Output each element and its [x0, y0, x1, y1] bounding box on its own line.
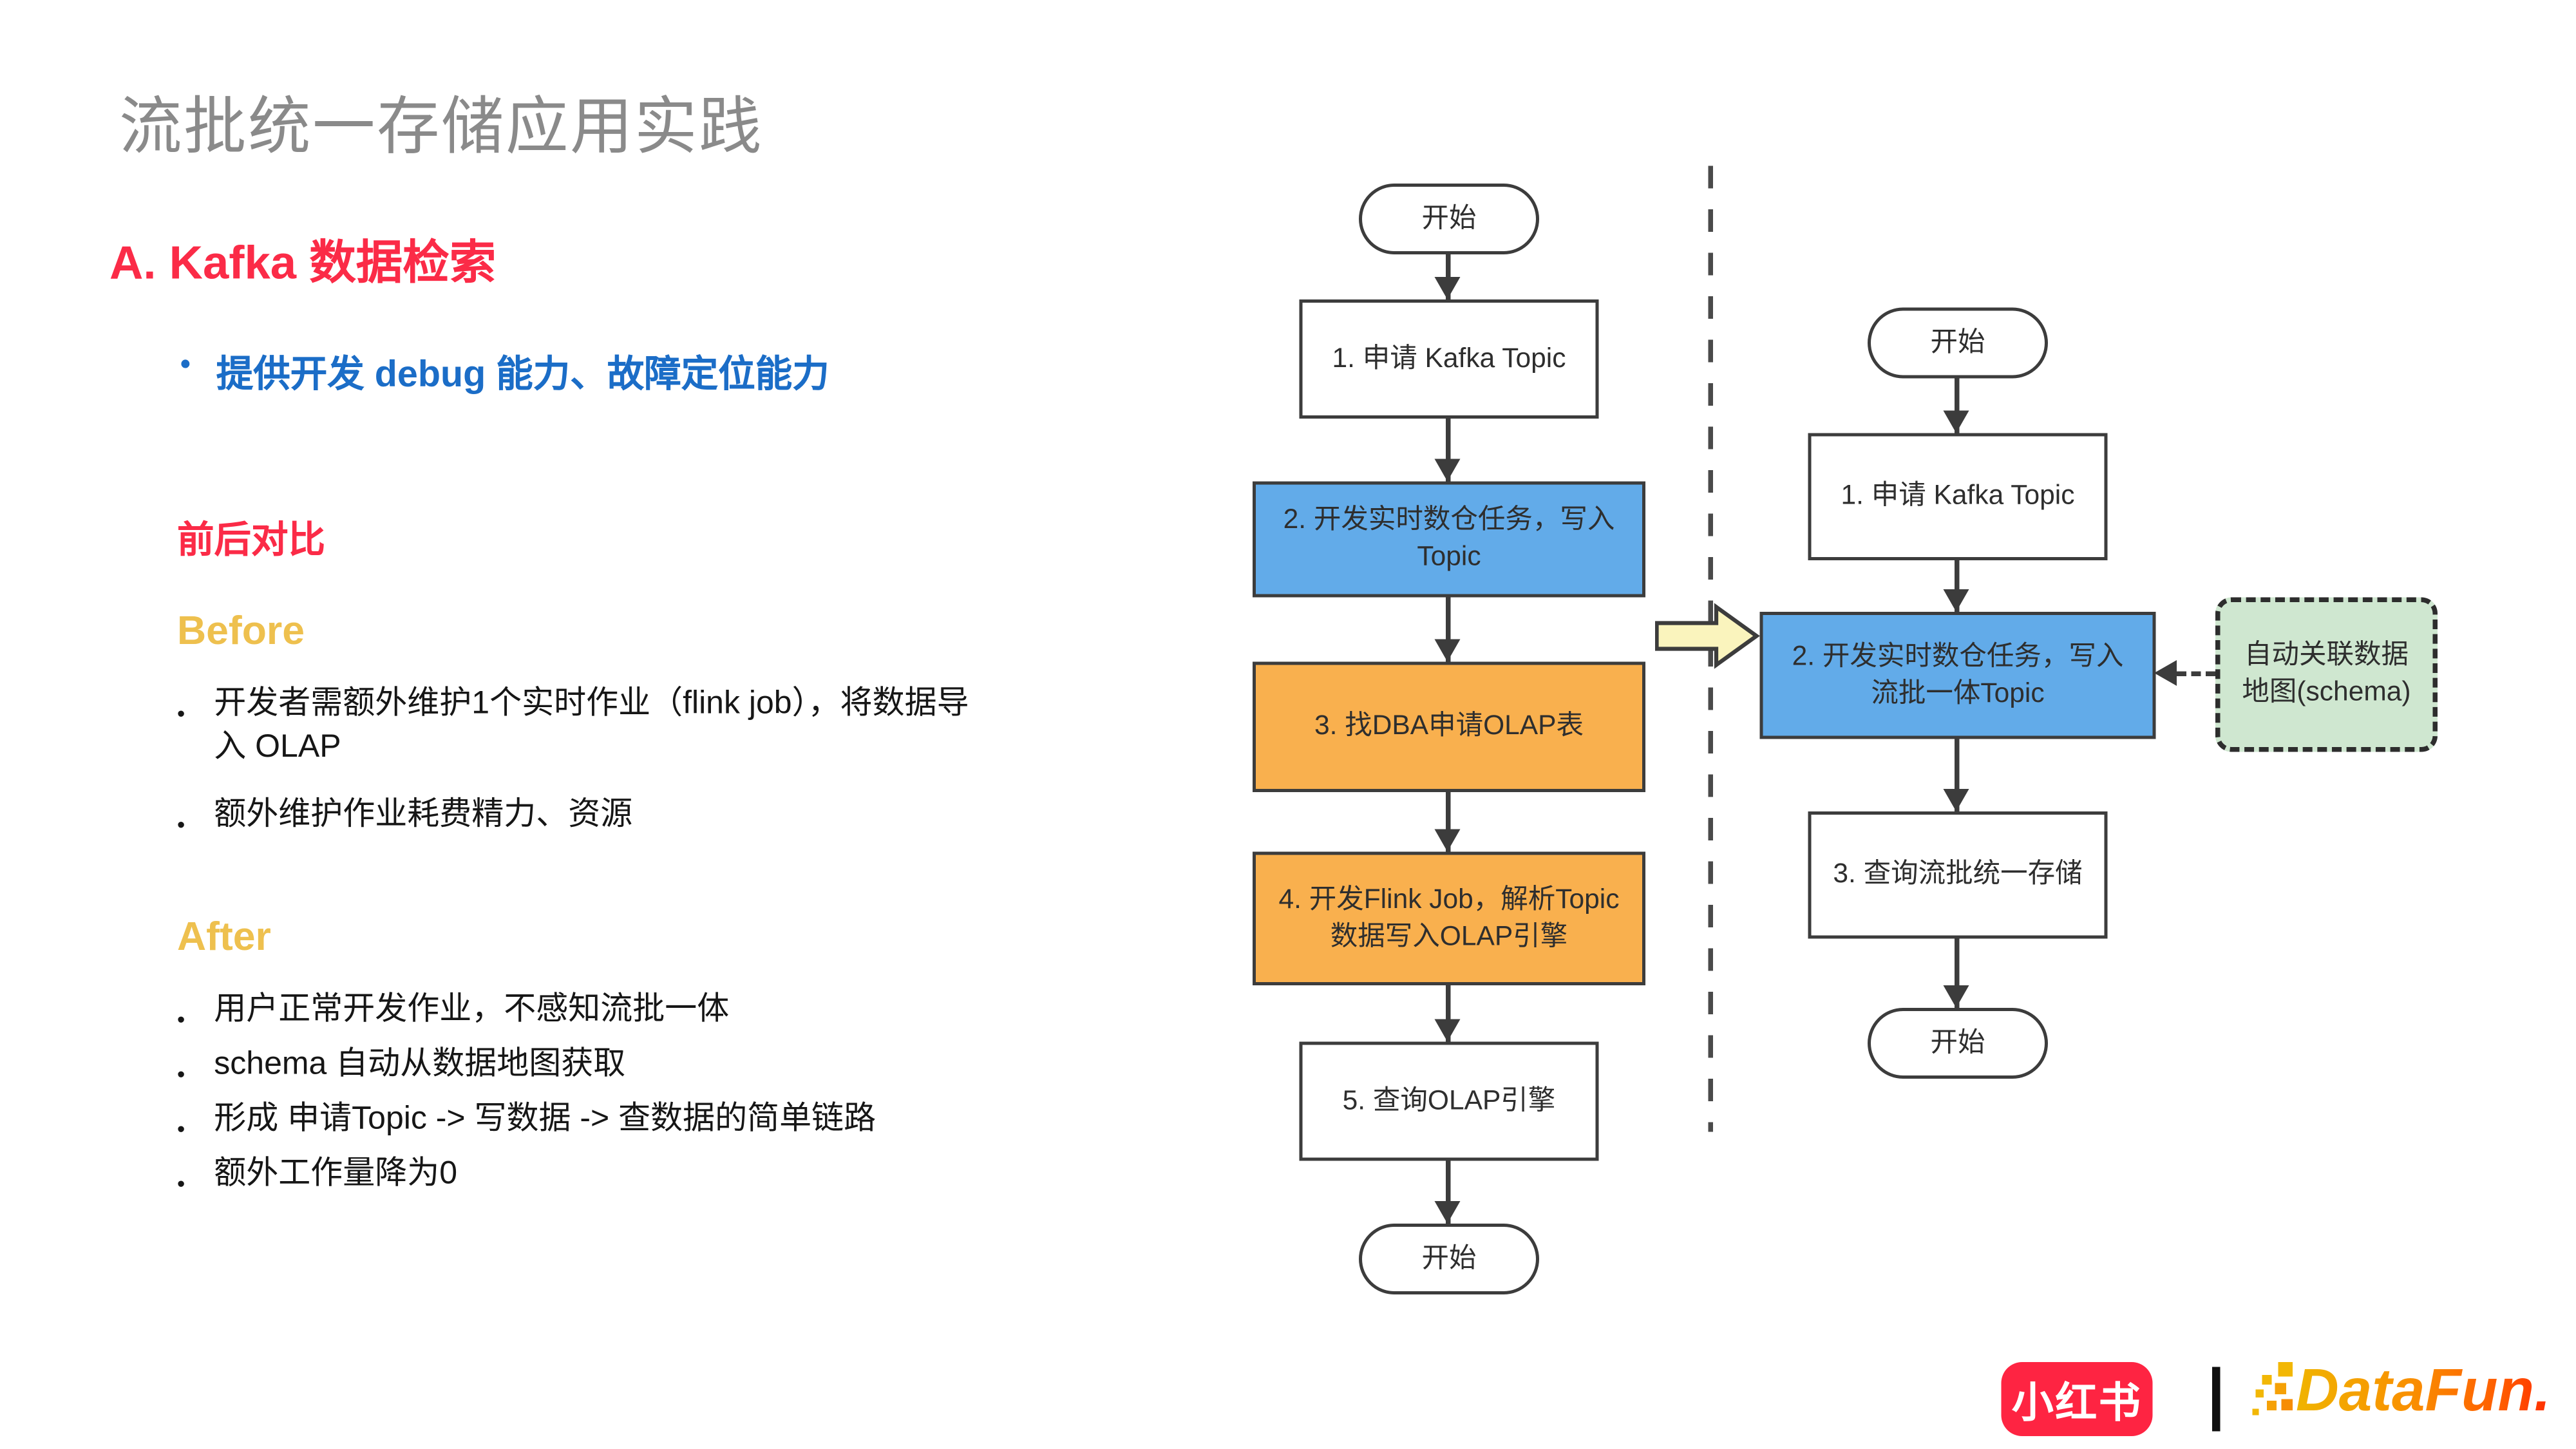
bullet-dot-icon: • — [180, 348, 191, 380]
flow-before-step-2: 2. 开发实时数仓任务，写入Topic — [1253, 481, 1645, 598]
schema-annotation-box: 自动关联数据地图(schema) — [2215, 597, 2438, 752]
after-bullet-1: 用户正常开发作业，不感知流批一体 — [214, 992, 730, 1027]
after-label: After — [177, 914, 271, 960]
step-label: 2. 开发实时数仓任务，写入流批一体Topic — [1792, 639, 2124, 708]
flow-arrow — [1446, 254, 1450, 299]
bullet-dot-icon: • — [177, 700, 185, 726]
flow-after-end-terminal: 开始 — [1868, 1008, 2048, 1079]
step-label: 5. 查询OLAP引擎 — [1342, 1084, 1556, 1115]
terminal-label: 开始 — [1421, 202, 1477, 233]
flow-arrow — [1446, 419, 1450, 482]
section-heading: A. Kafka 数据检索 — [109, 238, 497, 290]
flow-arrow — [1446, 597, 1450, 662]
flow-after-step-1: 1. 申请 Kafka Topic — [1808, 433, 2108, 560]
flow-after-start-terminal: 开始 — [1868, 307, 2048, 379]
step-label: 3. 查询流批统一存储 — [1833, 858, 2083, 889]
terminal-label: 开始 — [1930, 326, 1985, 357]
list-item: • 额外工作量降为0 — [177, 1151, 1014, 1206]
after-bullet-2: schema 自动从数据地图获取 — [214, 1046, 626, 1082]
list-item: • 用户正常开发作业，不感知流批一体 — [177, 987, 1014, 1042]
flow-before-step-4: 4. 开发Flink Job，解析Topic数据写入OLAP引擎 — [1253, 851, 1645, 985]
before-bullet-2: 额外维护作业耗费精力、资源 — [214, 797, 633, 833]
after-bullet-3: 形成 申请Topic -> 写数据 -> 查数据的简单链路 — [214, 1101, 876, 1137]
brand-divider-bar — [2212, 1367, 2221, 1432]
datafun-logo-text: DataFun. — [2296, 1358, 2551, 1425]
before-label: Before — [177, 609, 305, 654]
before-after-transition-arrow-icon — [1655, 603, 1760, 669]
annotation-arrowhead-icon — [2154, 660, 2177, 686]
flow-arrow — [1446, 792, 1450, 852]
comparison-heading: 前后对比 — [177, 518, 325, 560]
bullet-dot-icon: • — [177, 811, 185, 837]
list-item: • 开发者需额外维护1个实时作业（flink job），将数据导入 OLAP — [177, 683, 990, 770]
bullet-dot-icon: • — [177, 1006, 185, 1032]
intro-bullet: • 提供开发 debug 能力、故障定位能力 — [180, 343, 829, 398]
before-bullet-list: • 开发者需额外维护1个实时作业（flink job），将数据导入 OLAP •… — [177, 683, 990, 871]
terminal-label: 开始 — [1930, 1026, 1985, 1057]
annotation-label: 自动关联数据地图(schema) — [2242, 639, 2411, 707]
annotation-dashed-line — [2177, 671, 2215, 676]
before-bullet-1: 开发者需额外维护1个实时作业（flink job），将数据导入 OLAP — [214, 686, 969, 765]
step-label: 3. 找DBA申请OLAP表 — [1314, 710, 1584, 741]
flow-before-step-1: 1. 申请 Kafka Topic — [1299, 299, 1599, 419]
list-item: • 额外维护作业耗费精力、资源 — [177, 794, 990, 848]
flow-arrow — [1955, 739, 1959, 811]
flow-arrow — [1955, 938, 1959, 1008]
flow-arrow — [1955, 378, 1959, 433]
flow-arrow — [1955, 560, 1959, 612]
step-label: 2. 开发实时数仓任务，写入Topic — [1283, 504, 1615, 572]
intro-bullet-text: 提供开发 debug 能力、故障定位能力 — [216, 352, 829, 395]
datafun-logo: DataFun. — [2251, 1358, 2551, 1425]
xiaohongshu-logo: 小红书 — [2001, 1362, 2153, 1436]
step-label: 4. 开发Flink Job，解析Topic数据写入OLAP引擎 — [1278, 883, 1620, 951]
flow-before-start-terminal: 开始 — [1359, 184, 1539, 254]
terminal-label: 开始 — [1421, 1242, 1477, 1273]
datafun-pixel-dots-icon — [2252, 1362, 2293, 1416]
flow-arrow — [1446, 985, 1450, 1042]
flow-arrow — [1446, 1160, 1450, 1224]
list-item: • 形成 申请Topic -> 写数据 -> 查数据的简单链路 — [177, 1097, 1014, 1151]
step-label: 1. 申请 Kafka Topic — [1332, 342, 1566, 373]
bullet-dot-icon: • — [177, 1115, 185, 1142]
after-bullet-4: 额外工作量降为0 — [214, 1156, 458, 1191]
step-label: 1. 申请 Kafka Topic — [1841, 480, 2075, 511]
flow-before-step-5: 5. 查询OLAP引擎 — [1299, 1041, 1599, 1161]
flow-after-step-2: 2. 开发实时数仓任务，写入流批一体Topic — [1759, 612, 2156, 739]
flow-after-step-3: 3. 查询流批统一存储 — [1808, 811, 2108, 939]
after-bullet-list: • 用户正常开发作业，不感知流批一体 • schema 自动从数据地图获取 • … — [177, 987, 1014, 1206]
bullet-dot-icon: • — [177, 1061, 185, 1087]
bullet-dot-icon: • — [177, 1170, 185, 1197]
page-title: 流批统一存储应用实践 — [119, 93, 764, 163]
flow-before-step-3: 3. 找DBA申请OLAP表 — [1253, 661, 1645, 792]
xiaohongshu-logo-text: 小红书 — [2011, 1377, 2143, 1426]
flow-before-end-terminal: 开始 — [1359, 1224, 1539, 1294]
list-item: • schema 自动从数据地图获取 — [177, 1042, 1014, 1097]
